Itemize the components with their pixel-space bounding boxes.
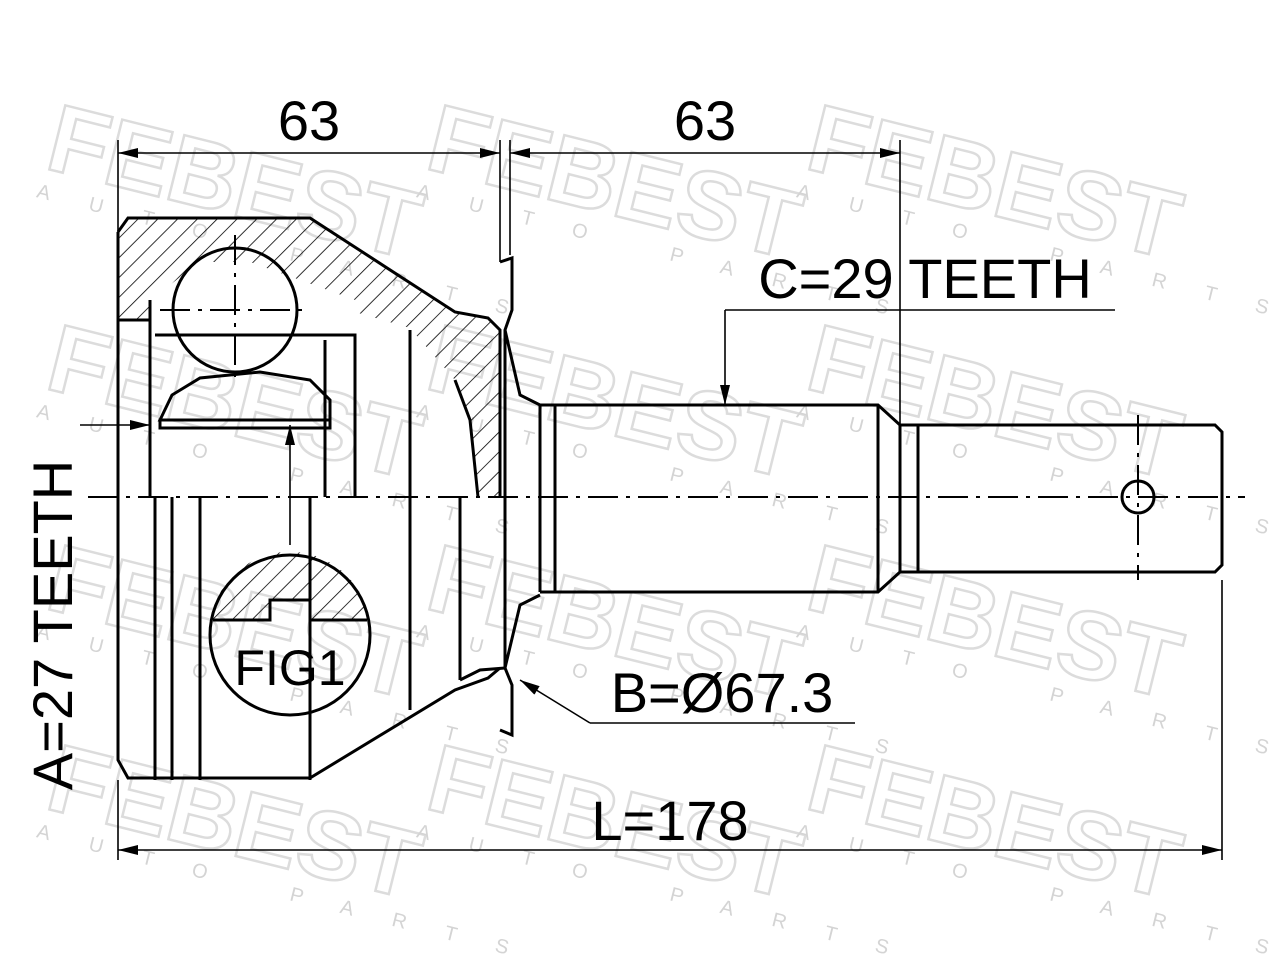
dim-outer-spline: C=29 TEETH (720, 247, 1115, 405)
fig1-label: FIG1 (234, 640, 345, 696)
shaft (538, 403, 1224, 594)
dim-shaft-length: 63 (509, 89, 901, 425)
dim-total-length: L=178 (117, 580, 1223, 860)
fig1-detail: FIG1 (208, 551, 372, 717)
bell-housing (116, 216, 502, 780)
abs-ring (459, 255, 541, 738)
dim-bell-length: 63 (117, 89, 501, 262)
total-length-value: L=178 (591, 789, 748, 852)
shaft-length-value: 63 (674, 89, 736, 152)
outer-spline-label: C=29 TEETH (758, 247, 1092, 310)
dim-abs-ring: B=Ø67.3 (519, 661, 855, 724)
bell-length-value: 63 (278, 89, 340, 152)
dim-inner-spline: A=27 TEETH (21, 420, 295, 790)
inner-spline-label: A=27 TEETH (21, 460, 84, 790)
abs-ring-label: B=Ø67.3 (611, 661, 834, 724)
